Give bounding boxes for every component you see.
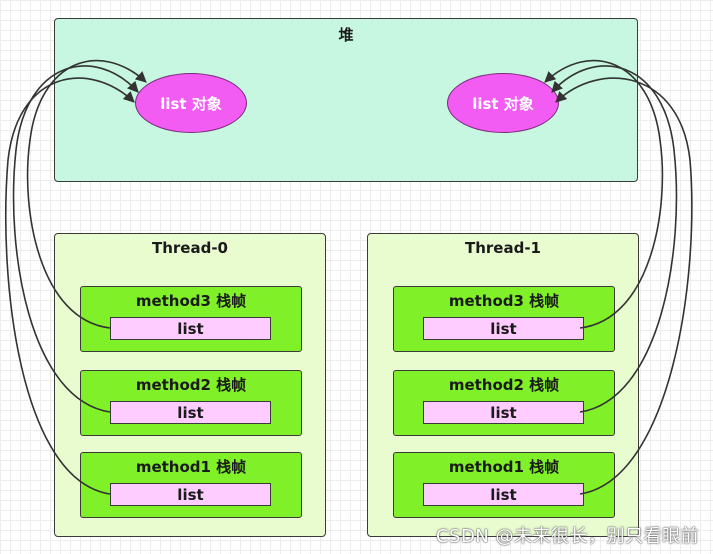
thread-0-method3-frame: method3 栈帧 list	[80, 286, 302, 352]
list-object-right: list 对象	[447, 73, 559, 133]
list-variable: list	[423, 483, 584, 506]
thread-0-method2-frame: method2 栈帧 list	[80, 370, 302, 436]
frame-label: method1 栈帧	[135, 458, 247, 476]
thread-1-method2-frame: method2 栈帧 list	[393, 370, 615, 436]
thread-0-box: Thread-0 method3 栈帧 list method2 栈帧 list…	[54, 233, 326, 537]
list-object-left: list 对象	[135, 73, 247, 133]
thread-1-method3-frame: method3 栈帧 list	[393, 286, 615, 352]
list-variable: list	[110, 317, 271, 340]
heap-region: 堆 list 对象 list 对象	[54, 18, 638, 182]
credit-watermark: CSDN @未来很长，别只看眼前	[435, 526, 699, 547]
frame-label: method3 栈帧	[135, 292, 247, 310]
frame-label: method1 栈帧	[448, 458, 560, 476]
list-variable: list	[423, 317, 584, 340]
list-variable: list	[423, 401, 584, 424]
frame-label: method2 栈帧	[448, 376, 560, 394]
list-variable: list	[110, 483, 271, 506]
thread-0-title: Thread-0	[151, 239, 228, 257]
list-variable: list	[110, 401, 271, 424]
frame-label: method3 栈帧	[448, 292, 560, 310]
heap-title: 堆	[338, 26, 354, 44]
thread-1-title: Thread-1	[464, 239, 541, 257]
thread-0-method1-frame: method1 栈帧 list	[80, 452, 302, 518]
thread-1-method1-frame: method1 栈帧 list	[393, 452, 615, 518]
frame-label: method2 栈帧	[135, 376, 247, 394]
thread-1-box: Thread-1 method3 栈帧 list method2 栈帧 list…	[367, 233, 639, 537]
